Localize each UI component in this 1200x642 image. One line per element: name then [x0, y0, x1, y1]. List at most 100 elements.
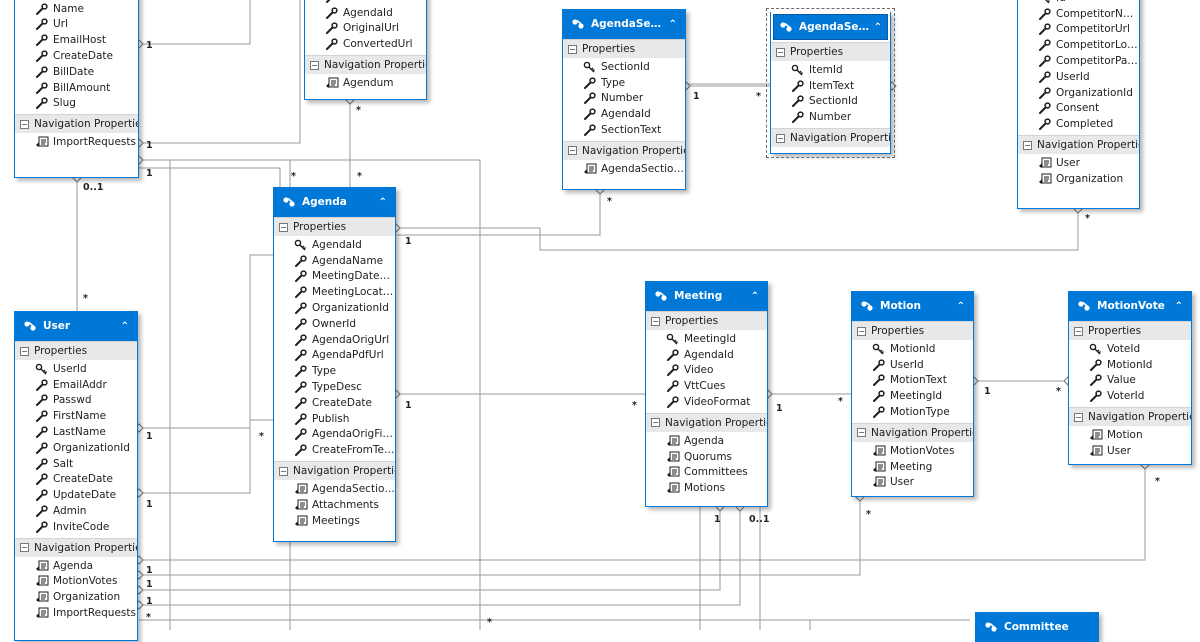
- navigation-property-row[interactable]: User: [1018, 155, 1139, 171]
- collapse-section-icon[interactable]: −: [1074, 326, 1083, 336]
- property-row[interactable]: Number: [771, 109, 890, 125]
- property-row[interactable]: AgendaId: [274, 237, 395, 253]
- property-row[interactable]: InviteCode: [15, 519, 137, 535]
- property-row[interactable]: MeetingDateTime: [274, 269, 395, 285]
- property-row[interactable]: CreateDate: [15, 48, 138, 64]
- association-line[interactable]: [139, 507, 721, 591]
- organization-navigation-section[interactable]: − Navigation Properties: [15, 114, 138, 134]
- property-row[interactable]: Name: [15, 1, 138, 17]
- property-row[interactable]: CreateFromTem...: [274, 442, 395, 458]
- entity-organization[interactable]: OrganizationIdNameUrlEmailHostCreateDate…: [14, 0, 139, 178]
- chevron-up-icon[interactable]: ⌃: [873, 21, 882, 33]
- collapse-section-icon[interactable]: −: [279, 222, 288, 232]
- navigation-property-row[interactable]: User: [1069, 443, 1191, 459]
- association-line[interactable]: [139, 497, 861, 576]
- chevron-up-icon[interactable]: ⌃: [1174, 300, 1183, 312]
- navigation-property-row[interactable]: Motion: [1069, 427, 1191, 443]
- collapse-section-icon[interactable]: −: [20, 346, 29, 356]
- property-row[interactable]: LastName: [15, 424, 137, 440]
- collapse-section-icon[interactable]: −: [776, 47, 785, 57]
- navigation-property-row[interactable]: Motions: [646, 480, 767, 496]
- navigation-property-row[interactable]: AgendaSectionIt...: [563, 161, 685, 177]
- property-row[interactable]: OrganizationId: [1018, 85, 1139, 101]
- navigation-property-row[interactable]: MotionVotes: [15, 574, 137, 590]
- property-row[interactable]: MeetingId: [646, 331, 767, 347]
- property-row[interactable]: CreateDate: [274, 395, 395, 411]
- property-row[interactable]: OrganizationId: [15, 440, 137, 456]
- properties-section[interactable]: − Properties: [771, 42, 890, 61]
- chevron-up-icon[interactable]: ⌃: [378, 196, 387, 208]
- property-row[interactable]: OriginalUrl: [305, 21, 426, 37]
- entity-header[interactable]: AgendaSectio... ⌃: [771, 12, 890, 42]
- collapse-section-icon[interactable]: −: [1023, 140, 1032, 150]
- property-row[interactable]: CreateDate: [15, 472, 137, 488]
- property-row[interactable]: MeetingId: [852, 388, 973, 404]
- entity-committee[interactable]: Committee: [975, 612, 1099, 642]
- association-line[interactable]: [139, 507, 741, 606]
- association-line[interactable]: [396, 209, 1079, 251]
- navigation-section[interactable]: − Navigation Properties: [274, 461, 395, 481]
- attachment-navigation-section[interactable]: − Navigation Properties: [305, 55, 426, 75]
- navigation-section[interactable]: − Navigation Properties: [15, 537, 137, 557]
- association-line[interactable]: [139, 0, 251, 45]
- entity-header[interactable]: MotionVote ⌃: [1069, 291, 1191, 321]
- navigation-property-row[interactable]: Agendum: [305, 75, 426, 91]
- navigation-section[interactable]: − Navigation Properties: [771, 128, 890, 148]
- properties-section[interactable]: − Properties: [15, 341, 137, 360]
- entity-header[interactable]: AgendaSection ⌃: [563, 9, 685, 39]
- navigation-property-row[interactable]: Organization: [1018, 171, 1139, 187]
- collapse-section-icon[interactable]: −: [568, 44, 577, 54]
- association-line[interactable]: [396, 190, 601, 236]
- property-row[interactable]: Salt: [15, 456, 137, 472]
- property-row[interactable]: AgendaName: [274, 253, 395, 269]
- property-row[interactable]: VoterId: [1069, 388, 1191, 404]
- property-row[interactable]: ItemText: [771, 78, 890, 94]
- property-row[interactable]: EmailAddr: [15, 377, 137, 393]
- collapse-section-icon[interactable]: −: [776, 133, 785, 143]
- property-row[interactable]: VideoFormat: [646, 394, 767, 410]
- navigation-property-row[interactable]: Attachments: [274, 497, 395, 513]
- entity-header[interactable]: Motion ⌃: [852, 291, 973, 321]
- navigation-property-row[interactable]: Agenda: [15, 558, 137, 574]
- entity-header[interactable]: User ⌃: [15, 311, 137, 341]
- chevron-up-icon[interactable]: ⌃: [120, 320, 129, 332]
- property-row[interactable]: AgendaOrigFile...: [274, 427, 395, 443]
- property-row[interactable]: TypeDesc: [274, 379, 395, 395]
- property-row[interactable]: MeetingLocation: [274, 284, 395, 300]
- property-row[interactable]: BillDate: [15, 64, 138, 80]
- property-row[interactable]: ItemId: [771, 62, 890, 78]
- collapse-section-icon[interactable]: −: [857, 428, 866, 438]
- property-row[interactable]: FirstName: [15, 408, 137, 424]
- navigation-property-row[interactable]: User: [852, 475, 973, 491]
- property-row[interactable]: OrganizationId: [274, 300, 395, 316]
- property-row[interactable]: SectionId: [771, 94, 890, 110]
- collapse-section-icon[interactable]: −: [1074, 412, 1083, 422]
- property-row[interactable]: AgendaOrigUrl: [274, 332, 395, 348]
- collapse-section-icon[interactable]: −: [310, 60, 319, 70]
- property-row[interactable]: Type: [274, 363, 395, 379]
- collapse-section-icon[interactable]: −: [20, 119, 29, 129]
- property-row[interactable]: UpdateDate: [15, 487, 137, 503]
- property-row[interactable]: CompetitorName: [1018, 6, 1139, 22]
- entity-agenda-section[interactable]: AgendaSection ⌃ − Properties SectionIdTy…: [562, 9, 686, 190]
- property-row[interactable]: AgendaId: [563, 106, 685, 122]
- property-row[interactable]: Video: [646, 363, 767, 379]
- properties-section[interactable]: − Properties: [274, 217, 395, 236]
- property-row[interactable]: Slug: [15, 96, 138, 112]
- navigation-property-row[interactable]: Meeting: [852, 459, 973, 475]
- association-line[interactable]: [139, 167, 281, 187]
- navigation-property-row[interactable]: AgendaSections: [274, 481, 395, 497]
- property-row[interactable]: UserId: [1018, 69, 1139, 85]
- property-row[interactable]: VttCues: [646, 378, 767, 394]
- navigation-section[interactable]: − Navigation Properties: [646, 412, 767, 432]
- navigation-property-row[interactable]: Organization: [15, 589, 137, 605]
- collapse-section-icon[interactable]: −: [651, 418, 660, 428]
- collapse-section-icon[interactable]: −: [651, 316, 660, 326]
- competitor-navigation-section[interactable]: − Navigation Properties: [1018, 135, 1139, 155]
- association-line[interactable]: [139, 419, 273, 429]
